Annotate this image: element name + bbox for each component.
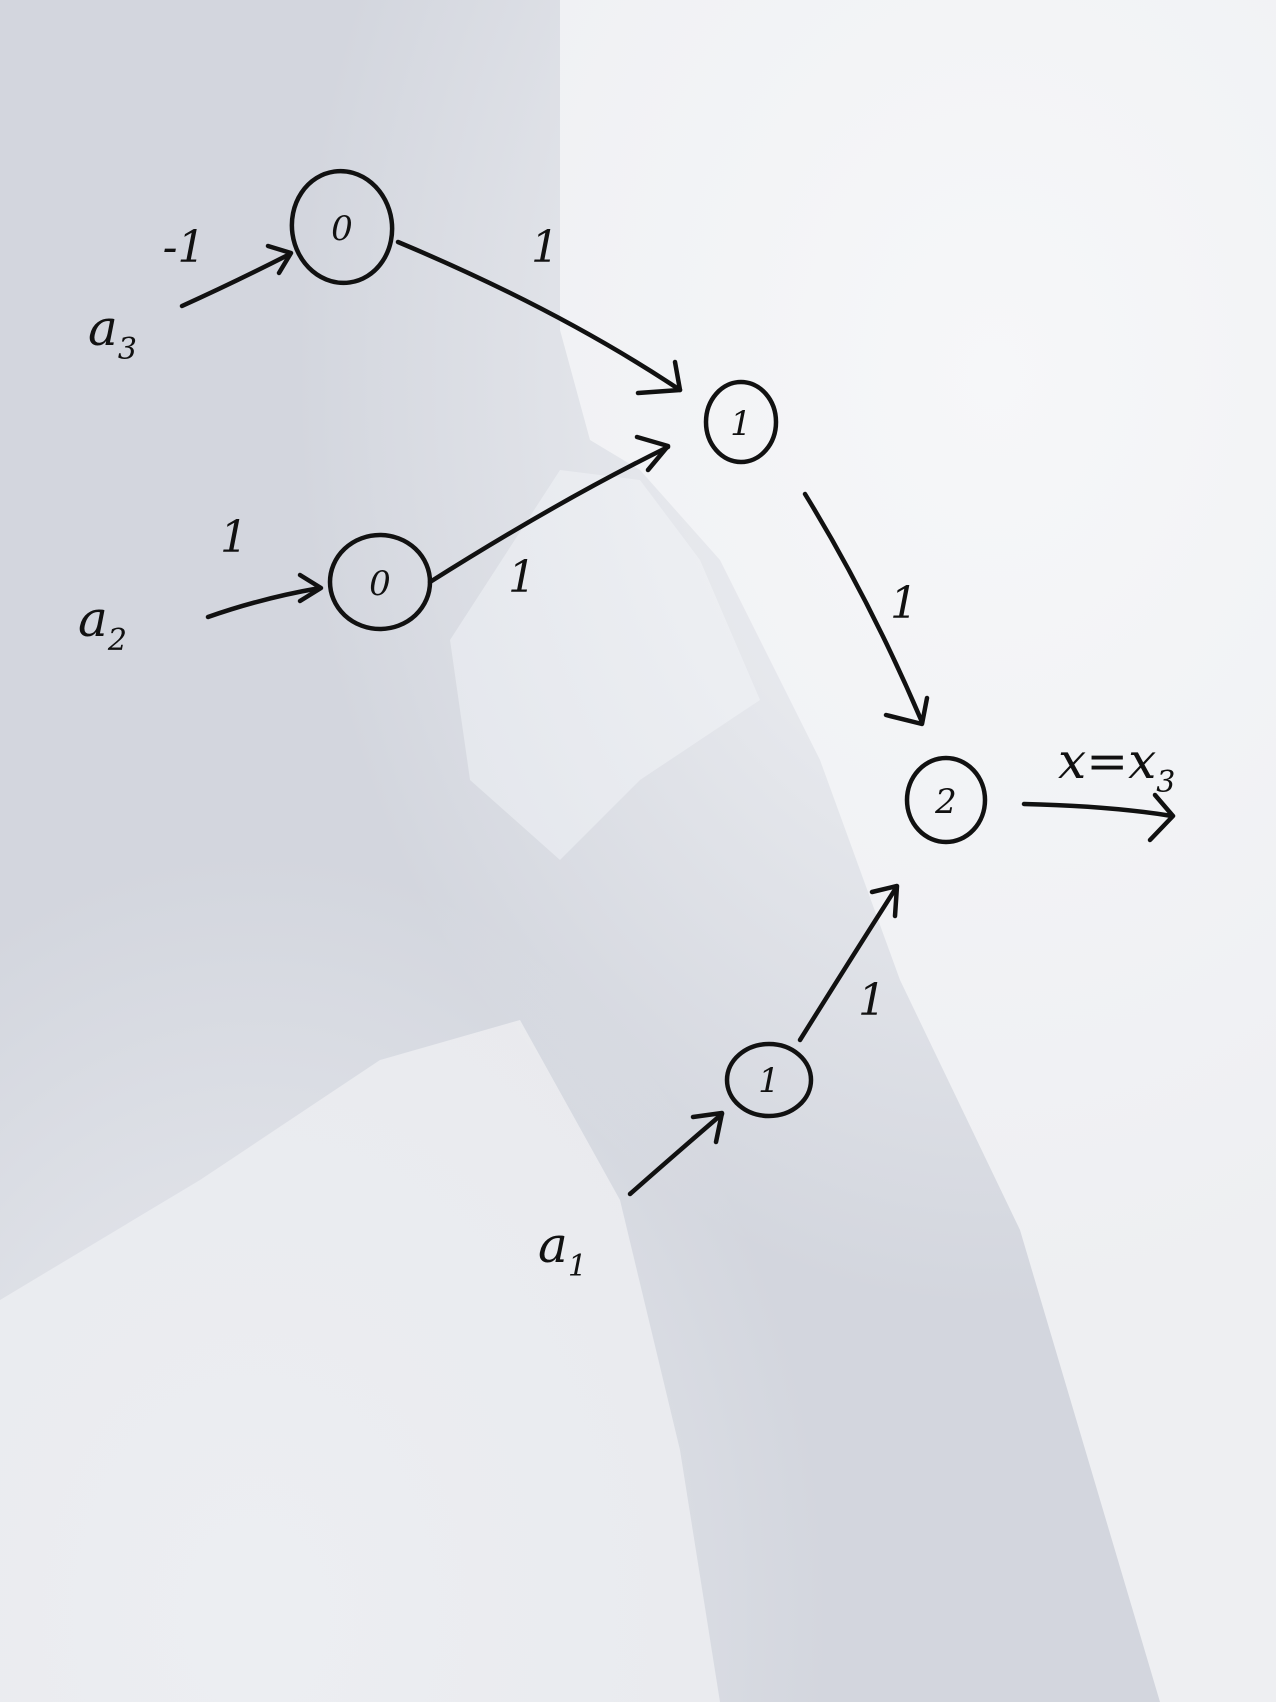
input-label-a3: a3 <box>88 299 137 367</box>
weight-a3-in: -1 <box>163 222 206 273</box>
input-a2-base: a <box>78 590 108 648</box>
weight-merge-to-output: 1 <box>890 578 918 629</box>
node-a3-value: 0 <box>331 209 353 249</box>
node-merge-one: 1 <box>703 379 779 465</box>
node-a1-value: 1 <box>758 1061 780 1101</box>
input-a3-base: a <box>88 299 118 357</box>
input-label-a2: a2 <box>78 590 127 658</box>
node-output-value: 2 <box>934 782 957 822</box>
output-label: x=x3 <box>1058 732 1175 800</box>
weight-a3-to-merge: 1 <box>531 222 559 273</box>
node-a1-one: 1 <box>724 1041 814 1119</box>
weight-a1-to-output: 1 <box>858 975 886 1026</box>
edge-a2-to-merge <box>427 434 671 585</box>
edge-a3-to-merge <box>395 239 683 396</box>
input-a1-sub: 1 <box>568 1249 587 1284</box>
output-label-main: x=x <box>1058 732 1156 790</box>
input-label-a1: a1 <box>538 1216 587 1284</box>
edge-a2-in <box>205 572 324 620</box>
edge-a3-in <box>179 243 294 309</box>
input-a1-base: a <box>538 1216 568 1274</box>
input-a2-sub: 2 <box>107 623 127 658</box>
node-a2-value: 0 <box>369 564 391 604</box>
weight-a2-to-merge: 1 <box>508 552 536 603</box>
input-a3-sub: 3 <box>118 332 137 367</box>
node-a3-zero: 0 <box>289 168 395 286</box>
output-label-sub: 3 <box>1156 765 1175 800</box>
edge-a1-in <box>627 1110 725 1197</box>
node-merge-value: 1 <box>730 404 752 444</box>
edge-merge-to-output <box>802 491 930 727</box>
node-output-two: 2 <box>904 755 988 845</box>
edge-output-out <box>1021 792 1176 843</box>
edge-a1-to-output <box>797 883 900 1043</box>
weight-a2-in: 1 <box>220 512 248 563</box>
